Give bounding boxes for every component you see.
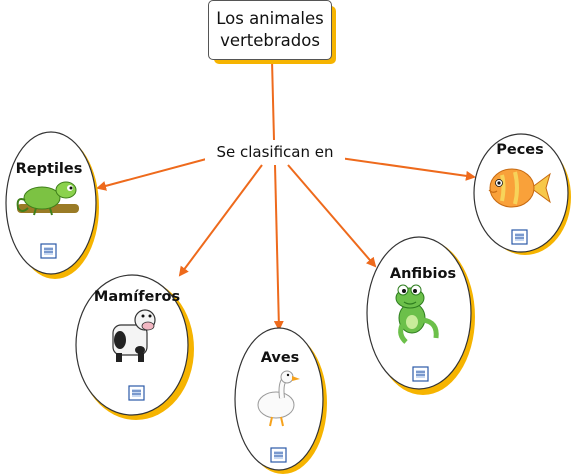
node-label-aves: Aves <box>260 350 300 366</box>
chameleon-image <box>16 181 79 216</box>
frog-image <box>395 284 439 344</box>
node-aves[interactable] <box>234 327 327 474</box>
title-line-2: vertebrados <box>220 31 320 50</box>
node-peces[interactable] <box>473 133 571 255</box>
document-resource-icon[interactable] <box>412 366 429 382</box>
node-anfibios[interactable] <box>366 236 475 395</box>
arrow-to-anfibios <box>287 164 377 268</box>
arrow-to-peces <box>339 157 476 181</box>
arrow-to-aves <box>273 164 284 331</box>
title-line-1: Los animales <box>216 9 324 28</box>
cow-image <box>112 309 156 362</box>
linking-phrase[interactable]: Se clasifican en <box>205 140 345 164</box>
node-label-reptiles: Reptiles <box>15 161 83 177</box>
connector-title-to-phrase <box>271 59 275 141</box>
document-resource-icon[interactable] <box>128 385 145 401</box>
arrow-to-mamiferos <box>178 164 263 277</box>
fish-image <box>488 168 551 208</box>
document-resource-icon[interactable] <box>270 447 287 463</box>
node-mamiferos[interactable] <box>75 274 194 420</box>
document-resource-icon[interactable] <box>511 229 528 245</box>
node-reptiles[interactable] <box>5 131 99 279</box>
node-label-peces: Peces <box>496 142 544 158</box>
title-concept[interactable]: Los animales vertebrados <box>208 0 332 60</box>
goose-image <box>257 370 300 427</box>
arrow-to-reptiles <box>96 157 211 191</box>
document-resource-icon[interactable] <box>40 243 57 259</box>
node-label-mamiferos: Mamíferos <box>93 289 181 305</box>
node-label-anfibios: Anfibios <box>389 266 457 282</box>
